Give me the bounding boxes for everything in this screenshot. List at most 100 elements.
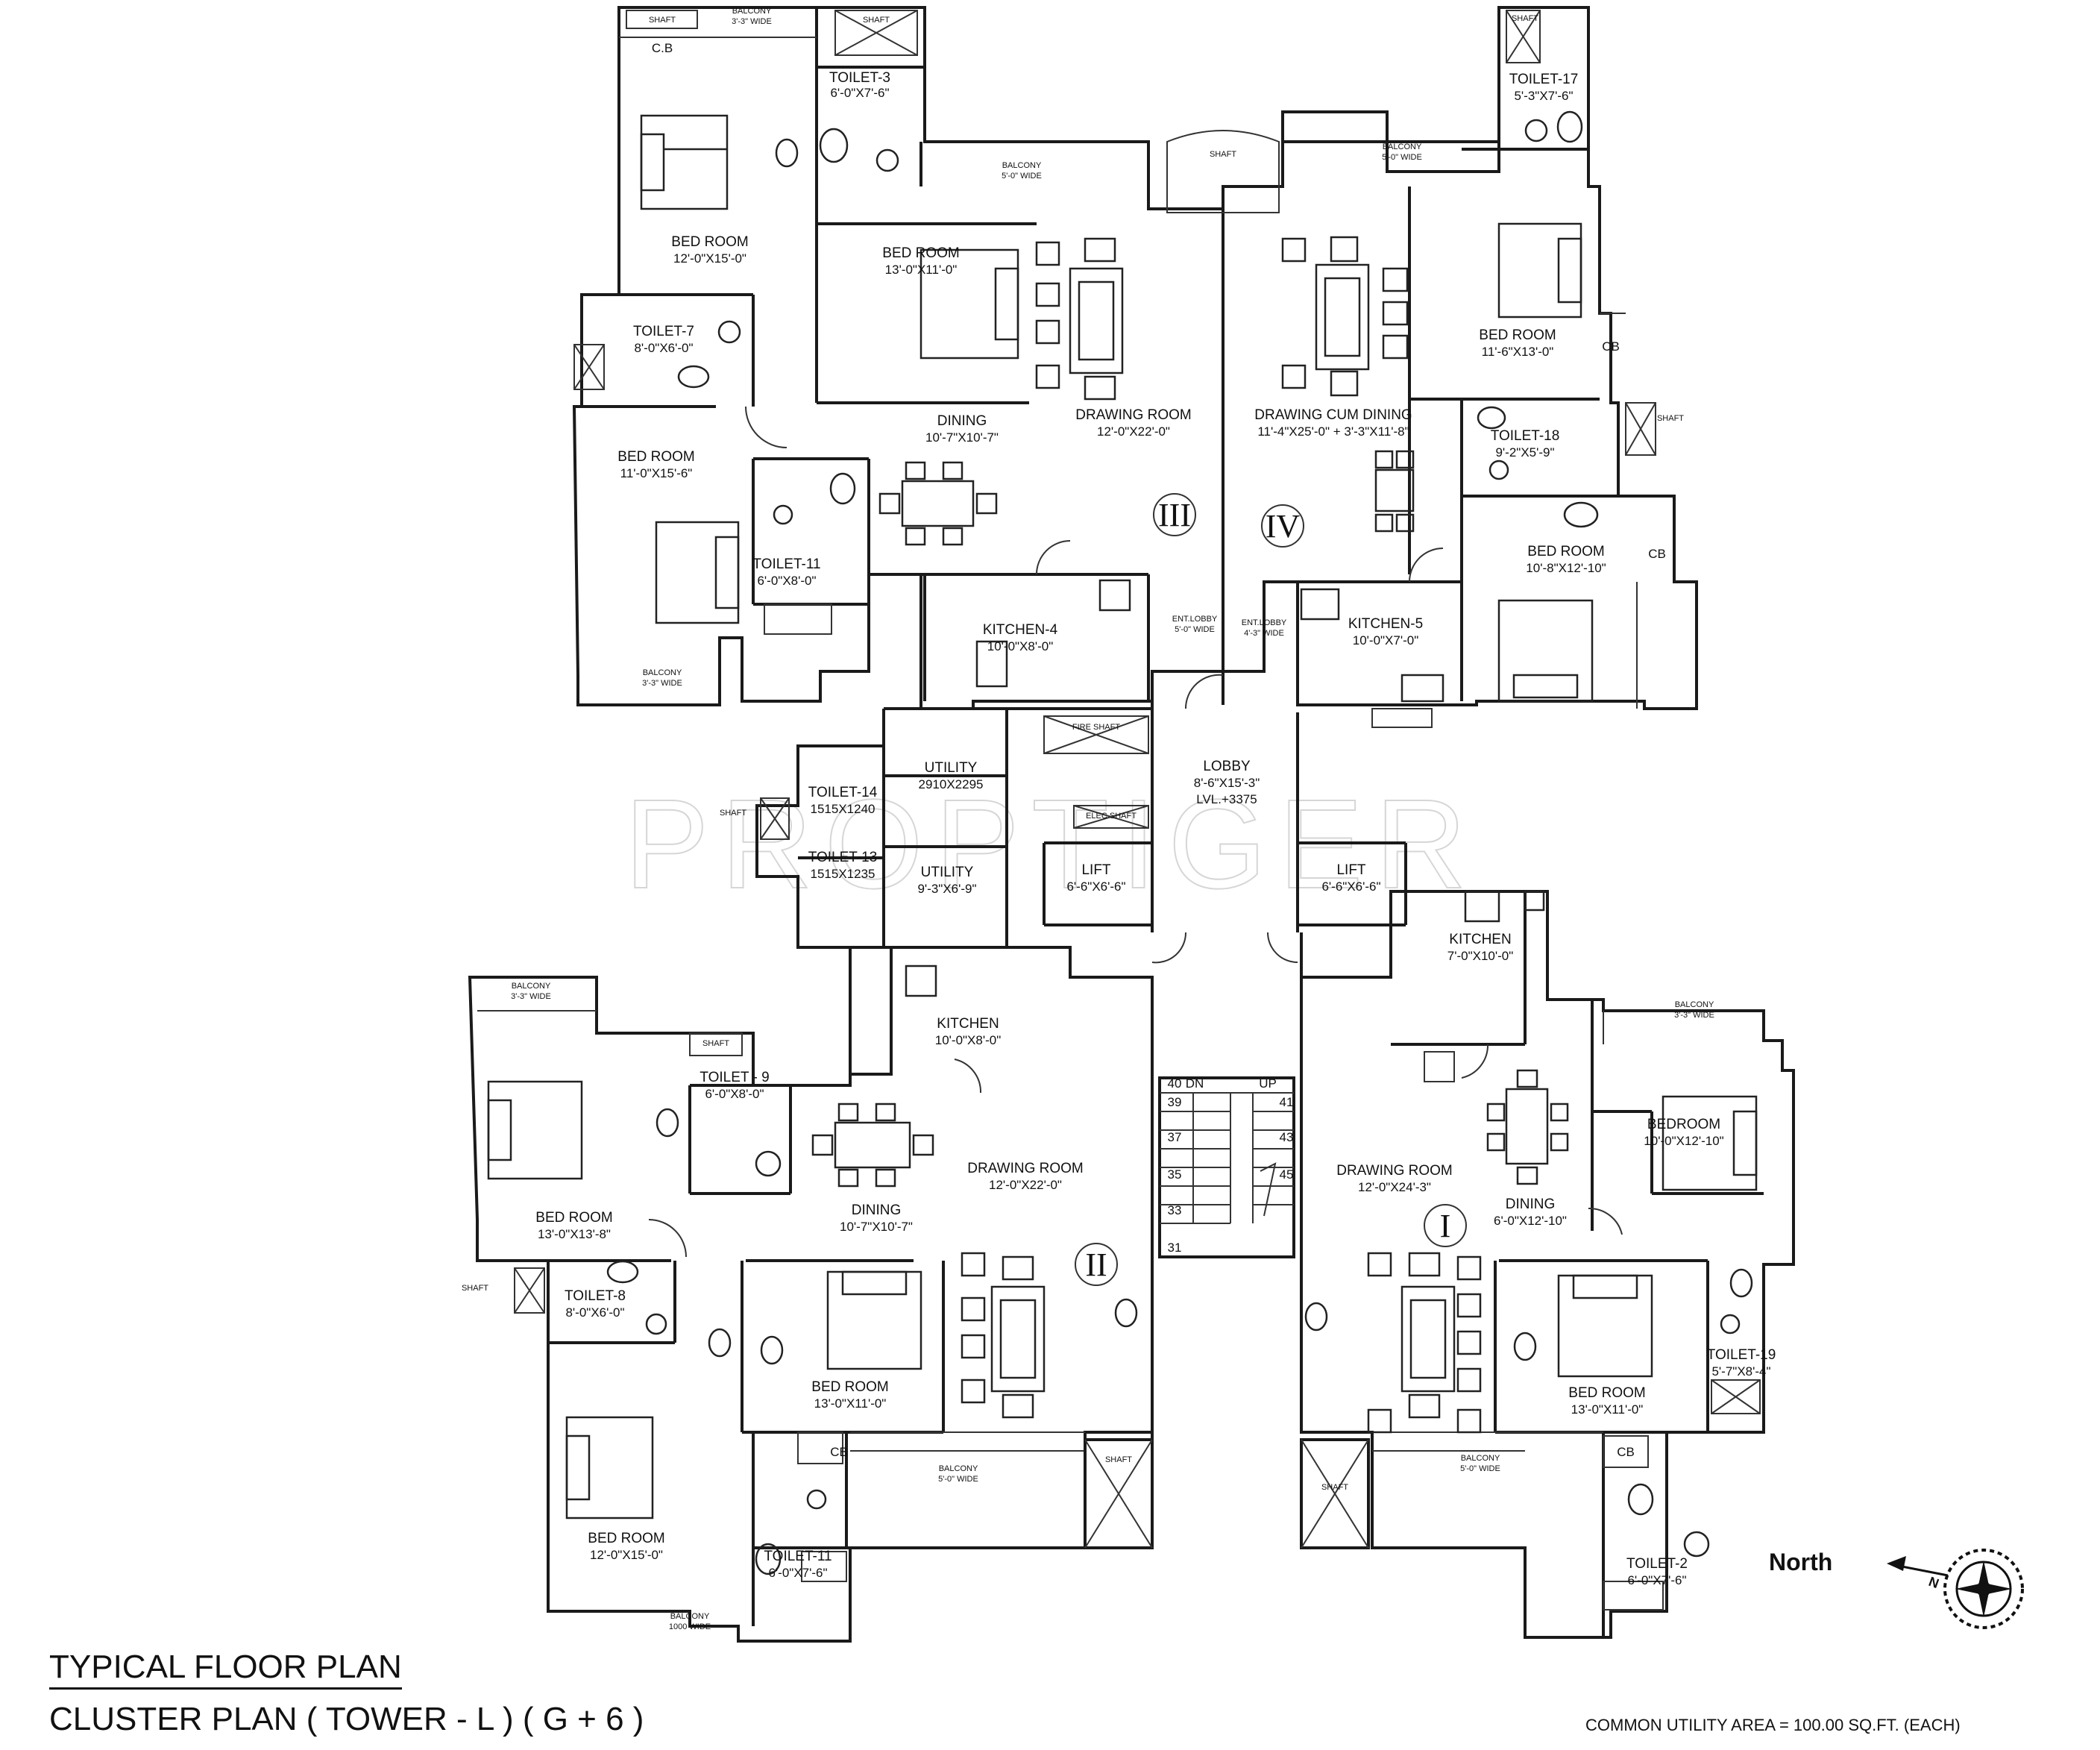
room-label: TOILET-7 bbox=[633, 324, 694, 339]
room-dim: 11'-6"X13'-0" bbox=[1482, 345, 1554, 359]
fire-shaft-label: FIRE SHAFT bbox=[1072, 723, 1120, 732]
room-dim: 10'-7"X10'-7" bbox=[840, 1220, 913, 1234]
room-label: DRAWING CUM DINING bbox=[1254, 407, 1412, 423]
unit-ii bbox=[468, 946, 1154, 1643]
room-dim: 6'-0"X12'-10" bbox=[1494, 1214, 1567, 1228]
room-label: BED ROOM bbox=[671, 234, 748, 250]
room-label: BED ROOM bbox=[588, 1531, 664, 1546]
unit-iv bbox=[1166, 6, 1698, 728]
room-label: TOILET-8 bbox=[565, 1288, 626, 1304]
shaft-label: SHAFT bbox=[1105, 1455, 1132, 1464]
shaft-label: SHAFT bbox=[863, 16, 890, 25]
balcony-label: BALCONY bbox=[1002, 161, 1042, 170]
room-label: DINING bbox=[937, 413, 987, 429]
balcony-width: 3'-3" WIDE bbox=[511, 992, 551, 1001]
room-label: LOBBY bbox=[1203, 759, 1251, 774]
room-label: DRAWING ROOM bbox=[1336, 1163, 1453, 1179]
stair-dn-label: DN bbox=[1186, 1076, 1204, 1091]
room-label: BED ROOM bbox=[1479, 327, 1556, 343]
room-label: TOILET-14 bbox=[808, 785, 878, 800]
shaft-label: SHAFT bbox=[720, 809, 746, 818]
common-utility-area: COMMON UTILITY AREA = 100.00 SQ.FT. (EAC… bbox=[1585, 1716, 1961, 1734]
balcony-label: BALCONY bbox=[1461, 1454, 1500, 1463]
shaft-label: SHAFT bbox=[1657, 414, 1684, 423]
stair-step-39: 39 bbox=[1168, 1095, 1182, 1109]
room-dim: 6'-0"X8'-0" bbox=[705, 1087, 764, 1101]
room-dim: 13'-0"X13'-8" bbox=[538, 1227, 611, 1241]
room-label: BED ROOM bbox=[811, 1379, 888, 1395]
room-dim: 12'-0"X22'-0" bbox=[989, 1178, 1062, 1192]
room-dim: 12'-0"X22'-0" bbox=[1097, 424, 1170, 439]
cb-label: CB bbox=[830, 1445, 848, 1459]
stair-step-35: 35 bbox=[1168, 1167, 1182, 1182]
room-label: LIFT bbox=[1336, 862, 1365, 878]
room-label: TOILET-19 bbox=[1707, 1347, 1776, 1363]
balcony-width: 5'-0" WIDE bbox=[1460, 1464, 1500, 1473]
room-label: UTILITY bbox=[921, 865, 974, 880]
room-label: BED ROOM bbox=[1568, 1385, 1645, 1401]
core: 40 DN UP 39 37 35 33 31 41 43 45 bbox=[755, 671, 1407, 1258]
balcony-width: 3'-3" WIDE bbox=[1674, 1011, 1714, 1020]
small-labels: C.B CB CB CB CB SHAFT SHAFT SHAFT SHAFT … bbox=[462, 7, 1714, 1631]
cb-label: CB bbox=[1602, 339, 1620, 354]
room-label: TOILET-13 bbox=[808, 850, 878, 865]
ent-lobby-label: ENT.LOBBY bbox=[1242, 618, 1287, 627]
room-label: LIFT bbox=[1081, 862, 1110, 878]
shaft-label: SHAFT bbox=[702, 1039, 729, 1048]
room-label: BED ROOM bbox=[882, 245, 959, 261]
unit-number-iii: III bbox=[1158, 497, 1191, 533]
shaft-label: SHAFT bbox=[1321, 1483, 1348, 1492]
room-dim: 6'-0"X7'-6" bbox=[768, 1566, 827, 1580]
elec-shaft-label: ELEC SHAFT bbox=[1086, 812, 1137, 821]
unit-number-iv: IV bbox=[1266, 508, 1301, 545]
stair-step-37: 37 bbox=[1168, 1130, 1182, 1144]
stair-step-40: 40 bbox=[1168, 1076, 1182, 1091]
room-label: BED ROOM bbox=[617, 449, 694, 465]
stair-up-label: UP bbox=[1259, 1076, 1277, 1091]
room-label: BEDROOM bbox=[1647, 1117, 1720, 1132]
plan-title: TYPICAL FLOOR PLAN bbox=[49, 1649, 402, 1690]
balcony-width: 1000 WIDE bbox=[669, 1622, 711, 1631]
room-label: TOILET-18 bbox=[1491, 428, 1560, 444]
room-label: KITCHEN-5 bbox=[1348, 616, 1423, 632]
room-label: TOILET - 9 bbox=[700, 1070, 769, 1085]
room-label: TOILET-11 bbox=[764, 1549, 831, 1564]
room-dim: 10'-0"X8'-0" bbox=[935, 1033, 1002, 1047]
room-dim: 2910X2295 bbox=[919, 777, 984, 791]
balcony-width: 3'-3" WIDE bbox=[642, 679, 682, 688]
room-label: TOILET-17 bbox=[1509, 72, 1579, 87]
room-dim: 1515X1240 bbox=[811, 802, 875, 816]
room-dim: 5'-7"X8'-4" bbox=[1711, 1364, 1770, 1379]
stair-step-45: 45 bbox=[1280, 1167, 1294, 1182]
balcony-width: 3'-3" WIDE bbox=[732, 17, 772, 26]
unit-numbers: I II III IV bbox=[1075, 493, 1467, 1286]
room-label: DRAWING ROOM bbox=[967, 1161, 1084, 1176]
shaft-label: SHAFT bbox=[1210, 150, 1236, 159]
staircase-steps bbox=[1160, 1092, 1294, 1224]
room-dim: 13'-0"X11'-0" bbox=[885, 263, 958, 277]
room-dim: 6'-0"X7'-6" bbox=[1627, 1573, 1686, 1587]
unit-i bbox=[1300, 890, 1795, 1639]
room-dim: 6'-0"X7'-6" bbox=[830, 86, 889, 100]
balcony-width: 5'-0" WIDE bbox=[1002, 172, 1042, 181]
room-dim: 12'-0"X15'-0" bbox=[673, 251, 746, 266]
room-dim: 13'-0"X11'-0" bbox=[814, 1396, 887, 1411]
ent-lobby-label: ENT.LOBBY bbox=[1172, 615, 1218, 624]
room-label: BED ROOM bbox=[1527, 544, 1604, 559]
compass-icon: N bbox=[1887, 1549, 2024, 1629]
ent-lobby-width: 4'-3" WIDE bbox=[1244, 629, 1284, 638]
room-dim: 1515X1235 bbox=[811, 867, 875, 881]
room-label: TOILET-3 bbox=[829, 70, 890, 86]
room-labels: BED ROOM 12'-0"X15'-0" TOILET-3 6'-0"X7'… bbox=[535, 70, 1776, 1587]
stair-step-33: 33 bbox=[1168, 1203, 1182, 1217]
unit-number-i: I bbox=[1440, 1208, 1451, 1244]
room-dim: 12'-0"X15'-0" bbox=[590, 1548, 663, 1562]
shaft-label: SHAFT bbox=[462, 1284, 488, 1293]
balcony-label: BALCONY bbox=[670, 1612, 710, 1621]
room-label: DINING bbox=[1506, 1197, 1556, 1212]
room-dim: 10'-0"X8'-0" bbox=[987, 639, 1054, 653]
balcony-width: 5'-0" WIDE bbox=[938, 1475, 978, 1484]
room-label: KITCHEN-4 bbox=[983, 622, 1058, 638]
shaft-label: SHAFT bbox=[1512, 14, 1538, 23]
plan-subtitle: CLUSTER PLAN ( TOWER - L ) ( G + 6 ) bbox=[49, 1701, 644, 1737]
